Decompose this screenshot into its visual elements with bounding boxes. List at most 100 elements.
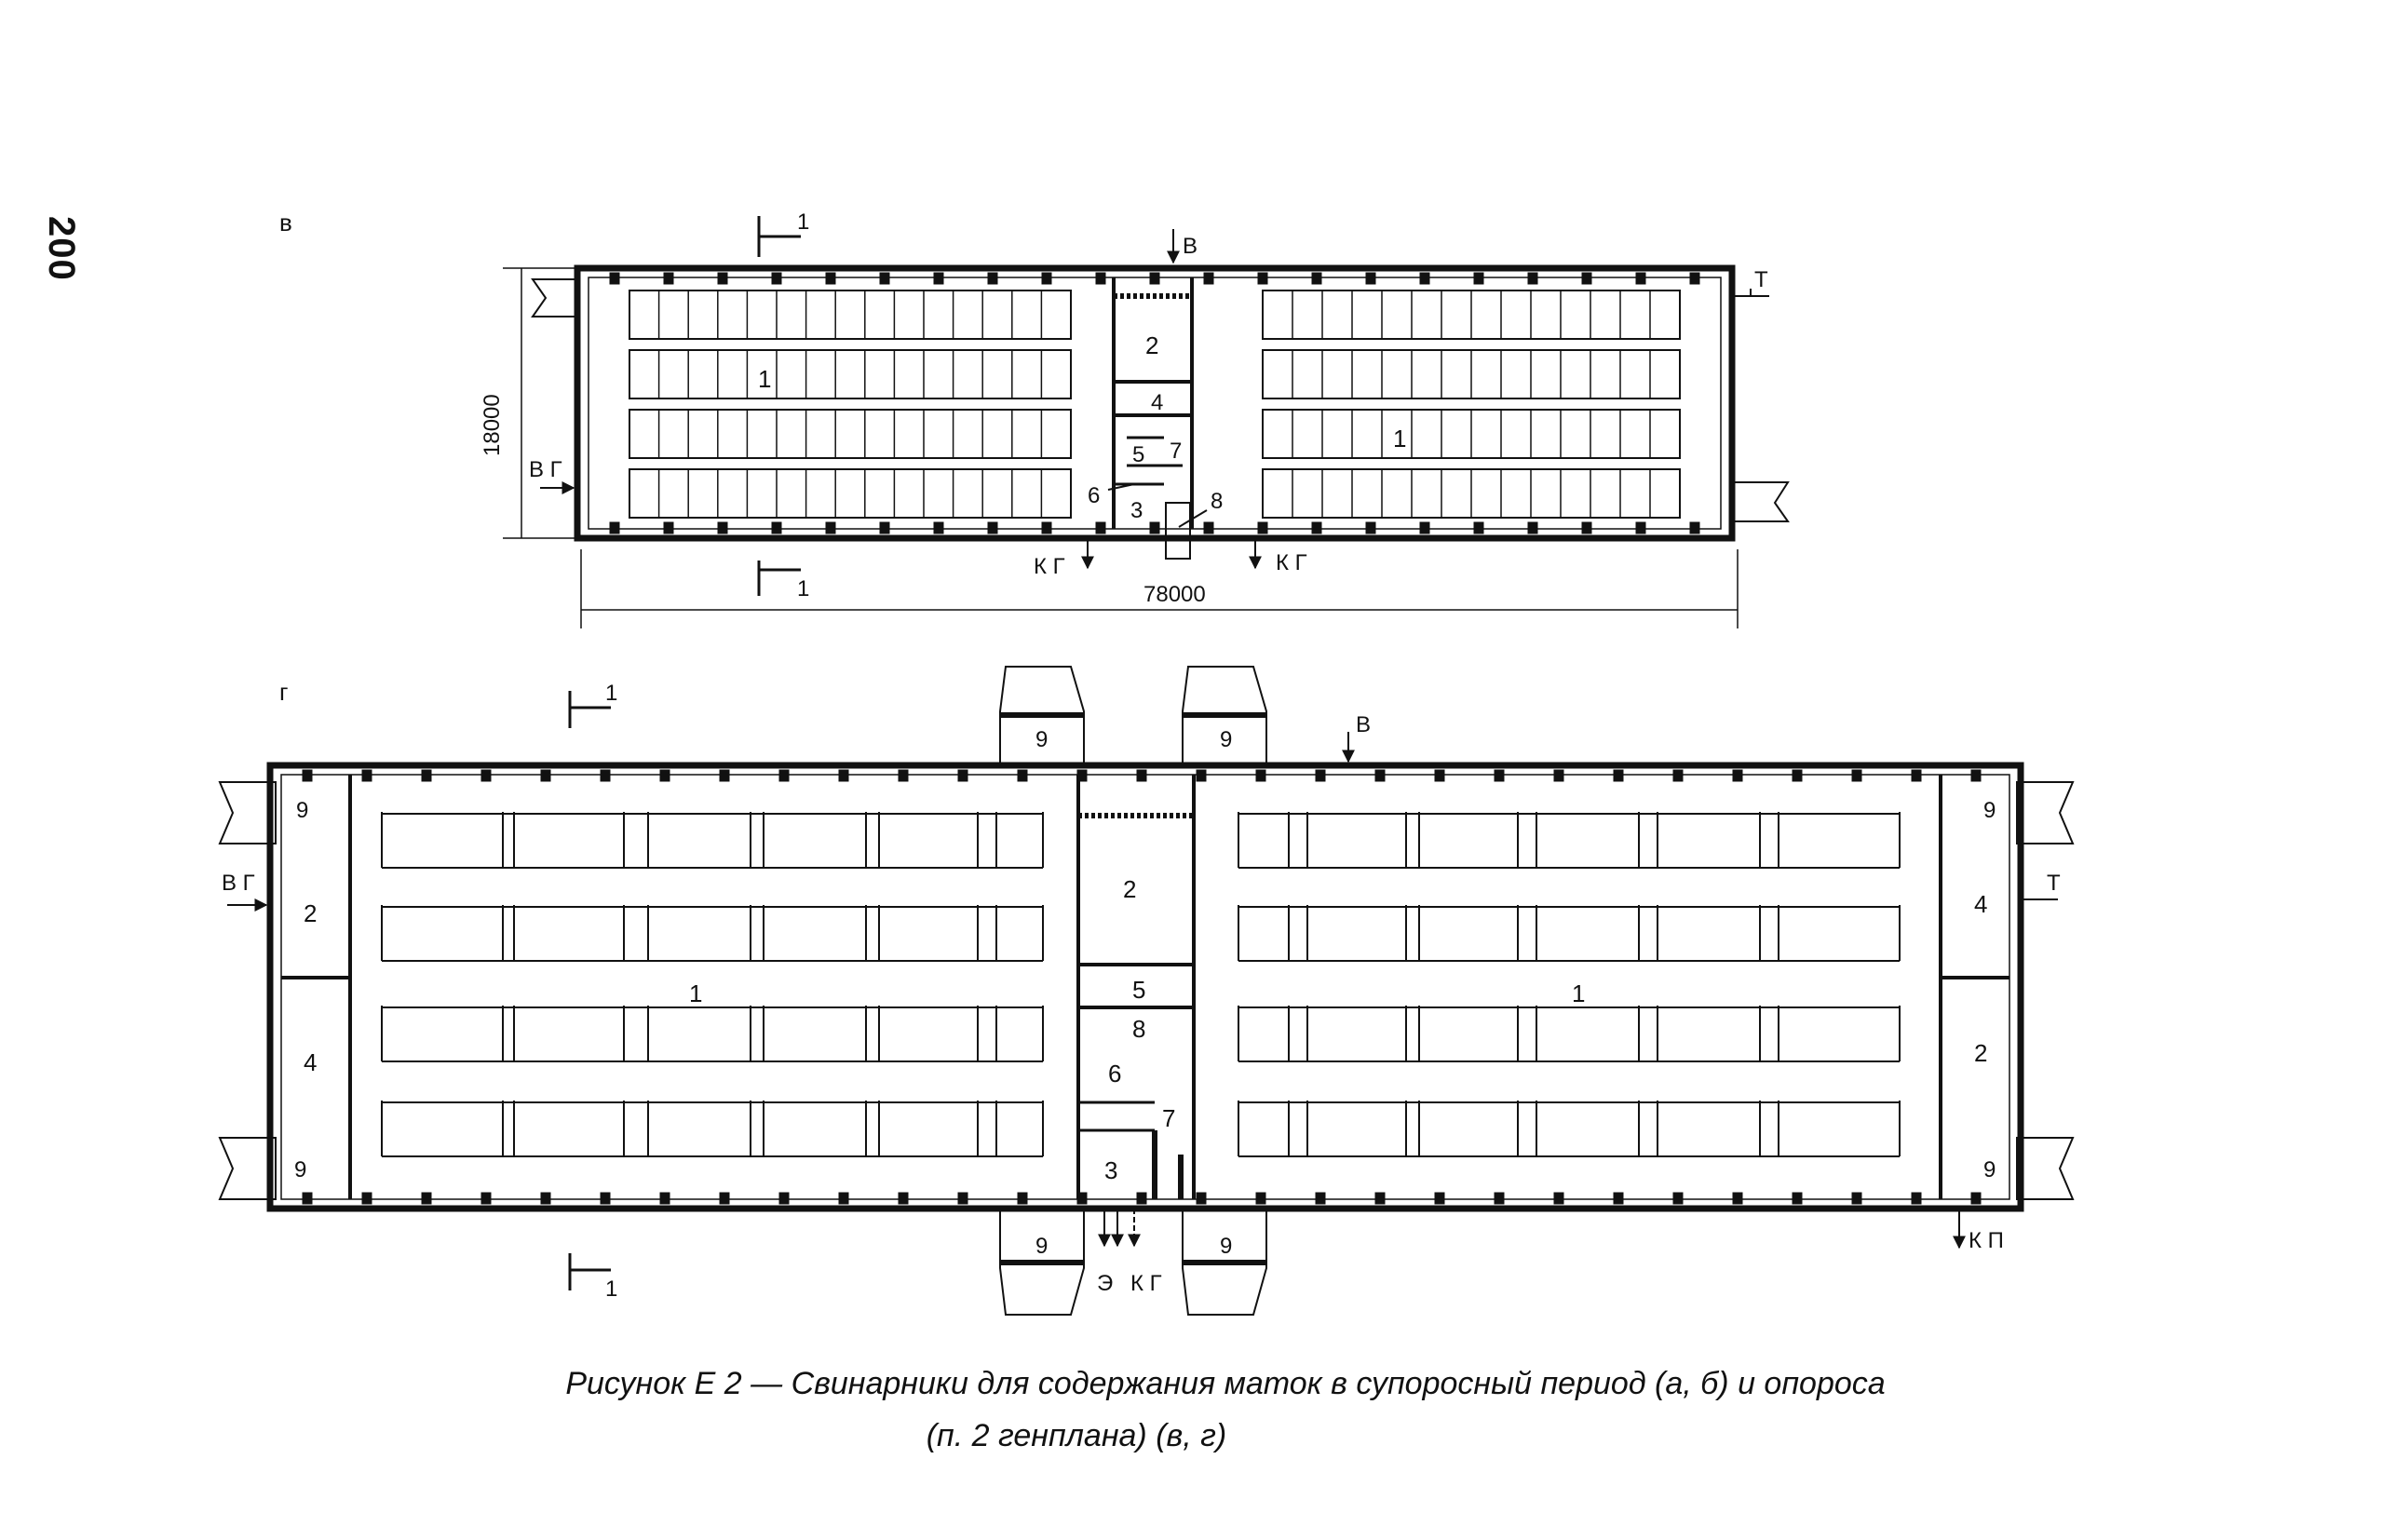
column (1672, 769, 1684, 782)
plan-g-room-8: 8 (1132, 1015, 1145, 1043)
column (302, 769, 313, 782)
column (1911, 1192, 1922, 1205)
column (1851, 769, 1862, 782)
vestibule (2016, 1137, 2075, 1200)
column (421, 769, 432, 782)
column (898, 1192, 909, 1205)
plan-g-room-9-right-bottom: 9 (1983, 1157, 1996, 1182)
plan-v-columns (609, 272, 1700, 534)
plan-g-util-gas-in: В Г (222, 871, 255, 896)
plan-v-dim-width: 18000 (480, 394, 505, 456)
column (1315, 769, 1326, 782)
plan-v-room-6: 6 (1088, 483, 1100, 508)
column (480, 769, 492, 782)
plan-v-outer-wall (574, 264, 1736, 542)
column (540, 1192, 551, 1205)
column (663, 272, 674, 285)
column (1635, 272, 1646, 285)
column (1149, 272, 1160, 285)
column (1527, 272, 1538, 285)
column (421, 1192, 432, 1205)
column (1732, 1192, 1743, 1205)
column (1494, 1192, 1505, 1205)
vestibule (218, 1137, 277, 1200)
plan-g-room-4-left: 4 (304, 1048, 317, 1076)
column (1792, 1192, 1803, 1205)
plan-g-room-9-bottom-right: 9 (1220, 1234, 1232, 1259)
plan-g-room-5: 5 (1132, 976, 1145, 1004)
plan-v-room-4: 4 (1151, 390, 1163, 415)
vestibule (999, 1209, 1085, 1316)
column (1732, 769, 1743, 782)
column (879, 272, 890, 285)
column (717, 272, 728, 285)
column (1041, 272, 1052, 285)
column (1095, 521, 1106, 534)
plan-g-section-bottom: 1 (605, 1277, 617, 1302)
column (302, 1192, 313, 1205)
plan-g-util-kp: К П (1969, 1228, 2004, 1253)
plan-g: г 1 1 2 2 4 4 2 5 8 6 7 3 9 (218, 666, 2075, 1316)
plan-g-section-top: 1 (605, 681, 617, 706)
column (1095, 272, 1106, 285)
column (609, 272, 620, 285)
column (1374, 1192, 1386, 1205)
column (771, 521, 782, 534)
column (1365, 521, 1376, 534)
plan-v-room-7: 7 (1170, 439, 1182, 464)
caption-line-2: (п. 2 генплана) (в, г) (926, 1418, 1227, 1453)
column (480, 1192, 492, 1205)
vestibule (1182, 666, 1267, 766)
plan-v-pens-left (629, 290, 1072, 519)
plan-g-outer-wall (266, 762, 2024, 1212)
column (1494, 769, 1505, 782)
column (1473, 521, 1484, 534)
caption-line-1: Рисунок Е 2 — Свинарники для содержания … (565, 1366, 1886, 1401)
column (659, 769, 670, 782)
plan-v-room-3: 3 (1130, 498, 1143, 523)
plan-v-util-kg-2: К Г (1276, 550, 1307, 575)
column (540, 769, 551, 782)
plan-g-util-water: В (1356, 712, 1371, 737)
plan-v-util-water: В (1183, 234, 1198, 259)
column (1311, 272, 1322, 285)
column (933, 272, 944, 285)
column (933, 521, 944, 534)
column (1017, 1192, 1028, 1205)
column (987, 272, 998, 285)
plan-v-section-bottom: 1 (797, 576, 809, 601)
column (825, 272, 836, 285)
plan-g-util-power: Э (1097, 1271, 1113, 1296)
column (1374, 769, 1386, 782)
column (1419, 272, 1430, 285)
plan-v-room-1-left: 1 (758, 365, 771, 393)
column (1255, 1192, 1266, 1205)
column (1136, 769, 1147, 782)
column (1613, 769, 1624, 782)
column (825, 521, 836, 534)
plan-g-room-4-right: 4 (1974, 890, 1987, 918)
column (1255, 769, 1266, 782)
column (1689, 521, 1700, 534)
column (1311, 521, 1322, 534)
column (957, 1192, 968, 1205)
plan-g-pens-right (1238, 812, 1901, 1157)
plan-v-section-top: 1 (797, 209, 809, 235)
plan-v-dim-length: 78000 (1143, 582, 1206, 607)
plan-g-room-2-center: 2 (1123, 875, 1136, 903)
column (987, 521, 998, 534)
plan-v-room-1-right: 1 (1393, 425, 1406, 453)
vestibule (2016, 781, 2075, 844)
plan-g-room-9-right-top: 9 (1983, 798, 1996, 823)
plan-g-room-3: 3 (1104, 1156, 1117, 1184)
plan-v: в 1 1 2 4 5 7 6 3 8 1 (279, 209, 1790, 628)
column (1203, 272, 1214, 285)
plan-g-room-7: 7 (1162, 1104, 1175, 1132)
column (659, 1192, 670, 1205)
column (1527, 521, 1538, 534)
plan-g-columns (302, 769, 1982, 1205)
plan-v-pens-right (1262, 290, 1681, 519)
column (1792, 769, 1803, 782)
column (1419, 521, 1430, 534)
column (778, 769, 790, 782)
